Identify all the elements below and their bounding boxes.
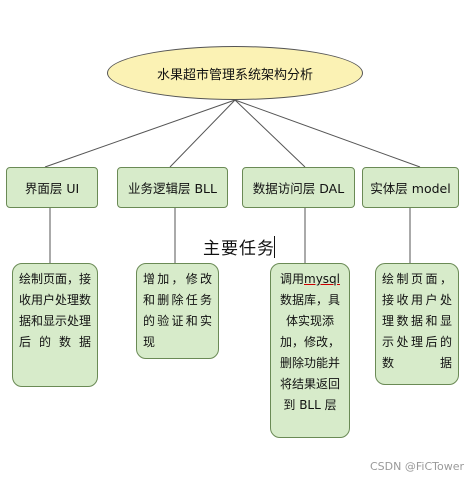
layer-model-label: 实体层 model <box>370 181 451 196</box>
text-caret <box>274 236 275 258</box>
layer-dal-box: 数据访问层 DAL <box>242 167 355 208</box>
layer-bll-box: 业务逻辑层 BLL <box>117 167 228 208</box>
layer-ui-label: 界面层 UI <box>24 181 80 196</box>
bll-task-note: 增加，修改和删除任务的验证和实现 <box>136 263 219 359</box>
system-title-ellipse: 水果超市管理系统架构分析 <box>107 46 363 100</box>
ui-task-note: 绘制页面，接收用户处理数据和显示处理后的数据 <box>12 263 98 387</box>
model-task-note: 绘制页面，接收用户处理数据和显示处理后的数据 <box>375 263 459 385</box>
main-tasks-heading: 主要任务 <box>203 239 275 259</box>
model-task-text: 绘制页面，接收用户处理数据和显示处理后的数据 <box>382 272 452 370</box>
dal-task-text-pre: 调用 <box>279 272 304 286</box>
layer-bll-label: 业务逻辑层 BLL <box>128 181 217 196</box>
dal-task-text-mysql: mysql <box>304 272 340 286</box>
layer-model-box: 实体层 model <box>362 167 459 208</box>
bll-task-text: 增加，修改和删除任务的验证和实现 <box>143 272 212 349</box>
layer-dal-label: 数据访问层 DAL <box>252 181 345 196</box>
csdn-watermark: CSDN @FiCTower <box>370 460 464 473</box>
layer-ui-box: 界面层 UI <box>6 167 98 208</box>
dal-task-note: 调用mysql 数据库，具体实现添加，修改，删除功能并将结果返回到 BLL 层 <box>270 263 350 438</box>
dal-task-text-post: 数据库，具体实现添加，修改，删除功能并将结果返回到 BLL 层 <box>279 293 340 412</box>
system-title: 水果超市管理系统架构分析 <box>156 67 313 83</box>
ui-task-text: 绘制页面，接收用户处理数据和显示处理后的数据 <box>19 272 92 349</box>
